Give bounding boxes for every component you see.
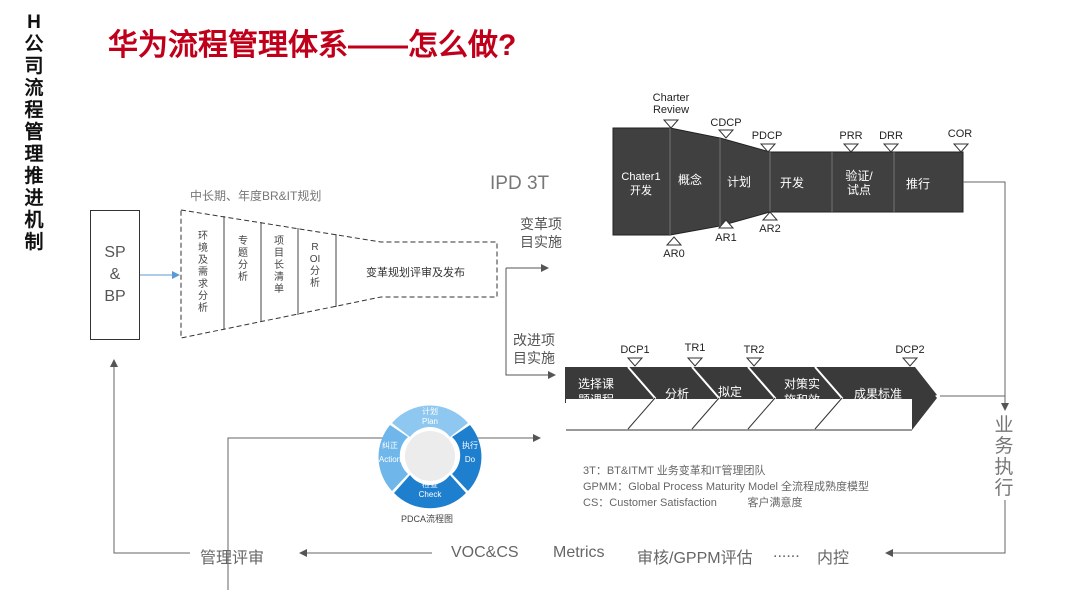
funnel-header: 中长期、年度BR&IT规划 [190,189,322,203]
loop-connector-left [110,359,190,554]
branch-bottom-line: 改进项 [513,332,555,348]
improve-marker-icon [745,357,763,367]
pdca-caption: PDCA流程图 [401,513,453,524]
decision-marker-icon [717,129,735,139]
bottom-item-internal-control: 内控 [817,550,850,567]
improve-marker-icon [901,357,919,367]
pdca-do-segment [452,425,482,491]
marker-label: DCP1 [620,344,649,356]
marker-label: CDCP [710,117,741,129]
ipd-stage-label: 开发 [780,175,804,190]
improve-chain-arrowhead [912,367,937,430]
bottom-item-ellipsis: ...... [773,544,800,561]
page-title: 华为流程管理体系——怎么做? [108,29,517,62]
legend: 3T：BT&ITMT 业务变革和IT管理团队 GPMM：Global Proce… [583,463,869,511]
marker-label: PDCP [752,130,783,142]
improve-chain-body [565,367,937,403]
branch-top-line: 变革项 [520,216,562,232]
branch-bottom-line: 目实施 [513,350,555,366]
improve-marker-icon [626,357,644,367]
improve-step-label: 成果标准 [854,387,902,401]
loop-connector-right [963,181,1009,411]
funnel-column-topic: 专题分析 [238,236,248,283]
ipd-stage-label: 概念 [678,172,702,187]
sidebar-title: H公司流程管理推进机制 [24,12,44,253]
legend-item: CS：Customer Satisfaction 客户满意度 [583,497,803,509]
ipd-3t-label: IPD 3T [490,173,550,194]
decision-marker-icon [842,143,860,153]
marker-label: TR1 [685,342,706,354]
approval-marker-icon [761,211,779,221]
bottom-item-metrics: Metrics [553,544,605,561]
approval-marker-icon [665,236,683,246]
funnel-column-env: 环境及需求分析 [198,231,208,314]
improve-step-label: 拟定 [718,384,742,399]
branch-connector [505,268,556,379]
improve-marker-icon [686,357,704,367]
planning-funnel [180,209,498,339]
decision-marker-icon [662,119,680,129]
marker-label: PRR [839,130,862,142]
marker-label: AR0 [663,248,684,260]
loop-connector-bottom [885,500,1006,557]
improve-step-label: 分析 [665,387,689,401]
branch-top-label: 变革项 目实施 [520,215,562,251]
funnel-column-roi: ROI分析 [309,242,321,289]
business-exec-label: 业务执行 [993,415,1015,499]
ipd-stage-label: 推行 [906,177,930,191]
decision-marker-icon [759,143,777,153]
marker-label: DRR [879,130,903,142]
bottom-item-audit: 审核/GPPM评估 [637,550,753,567]
funnel-release-label: 变革规划评审及发布 [366,267,465,279]
decision-marker-icon [952,143,970,153]
improve-step-label: 对策实施和效 [784,376,820,407]
sp-bp-box: SP & BP [90,210,140,340]
legend-item: 3T：BT&ITMT 业务变革和IT管理团队 [583,465,766,477]
sp-label: SP [104,244,126,261]
funnel-column-project-list: 项目长清单 [274,236,284,295]
ipd-stage-label: 计划 [727,175,751,189]
bottom-item-voc: VOC&CS [451,544,519,561]
improve-step-label: 选择课题课程 [578,377,614,407]
pdca-action-segment [378,425,408,491]
decision-marker-icon [882,143,900,153]
bp-label: BP [104,288,126,305]
marker-label: COR [948,128,973,140]
improve-chain-lower [566,399,912,430]
management-review: 管理评审 [200,550,265,567]
marker-label: AR1 [715,232,736,244]
marker-label: TR2 [744,344,765,356]
approval-marker-icon [717,219,735,229]
improve-step-separator-lower [627,397,843,430]
marker-label: AR2 [759,223,780,235]
legend-item: GPMM：Global Process Maturity Model 全流程成熟… [583,481,870,493]
ipd-stage-label: 验证/试点 [845,168,873,197]
sp-ampersand: & [109,266,121,283]
marker-label: DCP2 [895,344,924,356]
branch-top-line: 目实施 [520,234,562,250]
branch-bottom-label: 改进项 目实施 [513,331,555,367]
pdca-check-segment [394,475,466,509]
pdca-plan-segment [392,405,468,437]
